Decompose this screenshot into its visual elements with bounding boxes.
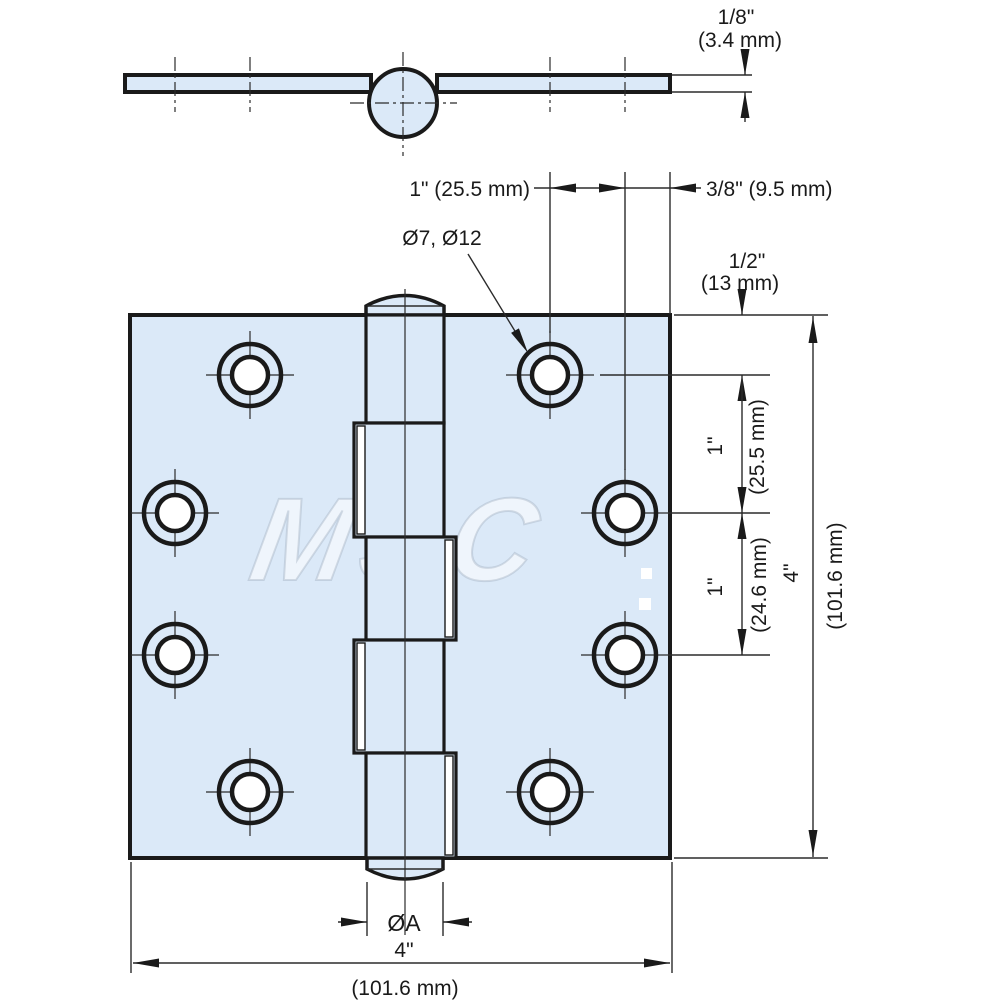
callout-hole-diameters: Ø7, Ø12	[402, 227, 528, 353]
top-offset-inch-label: 1/2"	[729, 250, 766, 273]
width-inch-label: 4"	[394, 939, 413, 962]
row-gap1-inch-label: 1"	[704, 436, 727, 455]
top-offset-mm-label: (13 mm)	[701, 272, 779, 295]
leaf-thickness-mm-label: (3.4 mm)	[698, 29, 782, 52]
right-leaf-edge	[435, 73, 672, 94]
height-mm-label: (101.6 mm)	[824, 522, 847, 629]
knuckle-gap	[356, 425, 366, 535]
knuckle-barrel	[352, 289, 458, 935]
dim-overall-width: 4" (101.6 mm)	[130, 862, 673, 1000]
knuckle-gap	[356, 642, 366, 751]
main-face-view: MSC	[128, 289, 672, 935]
row-gap2-inch-label: 1"	[704, 577, 727, 596]
knuckle-segment	[364, 751, 458, 860]
row-gap2-mm-label: (24.6 mm)	[748, 537, 771, 633]
knuckle-segment	[352, 421, 446, 539]
knuckle-segment	[352, 638, 446, 755]
knuckle-gap	[444, 539, 454, 638]
edge-offset-label: 3/8" (9.5 mm)	[706, 178, 832, 201]
pin-diameter-label: ØA	[387, 910, 421, 936]
row-gap1-mm-label: (25.5 mm)	[746, 399, 769, 495]
height-inch-label: 4"	[780, 563, 803, 582]
hole-pitch-label: 1" (25.5 mm)	[409, 178, 530, 201]
hole-diameters-label: Ø7, Ø12	[402, 227, 481, 250]
watermark-dot	[641, 568, 652, 579]
leaf-thickness-inch-label: 1/8"	[718, 6, 755, 29]
top-edge-view: 1/8" (3.4 mm)	[123, 6, 782, 156]
dim-hole-pitch-and-edge: 1" (25.5 mm) 3/8" (9.5 mm)	[409, 172, 832, 470]
knuckle-gap	[444, 755, 454, 856]
left-leaf-edge	[123, 73, 373, 94]
dim-pin-diameter: ØA	[338, 882, 472, 936]
dim-row-gaps: 1" (25.5 mm) 1" (24.6 mm)	[668, 375, 771, 656]
dim-leaf-thickness: 1/8" (3.4 mm)	[672, 6, 782, 122]
width-mm-label: (101.6 mm)	[351, 977, 458, 1000]
knuckle-segment	[364, 535, 458, 642]
dim-overall-height: 4" (101.6 mm)	[674, 316, 847, 859]
dim-top-offset: 1/2" (13 mm)	[600, 250, 828, 401]
watermark-dot	[639, 598, 651, 610]
